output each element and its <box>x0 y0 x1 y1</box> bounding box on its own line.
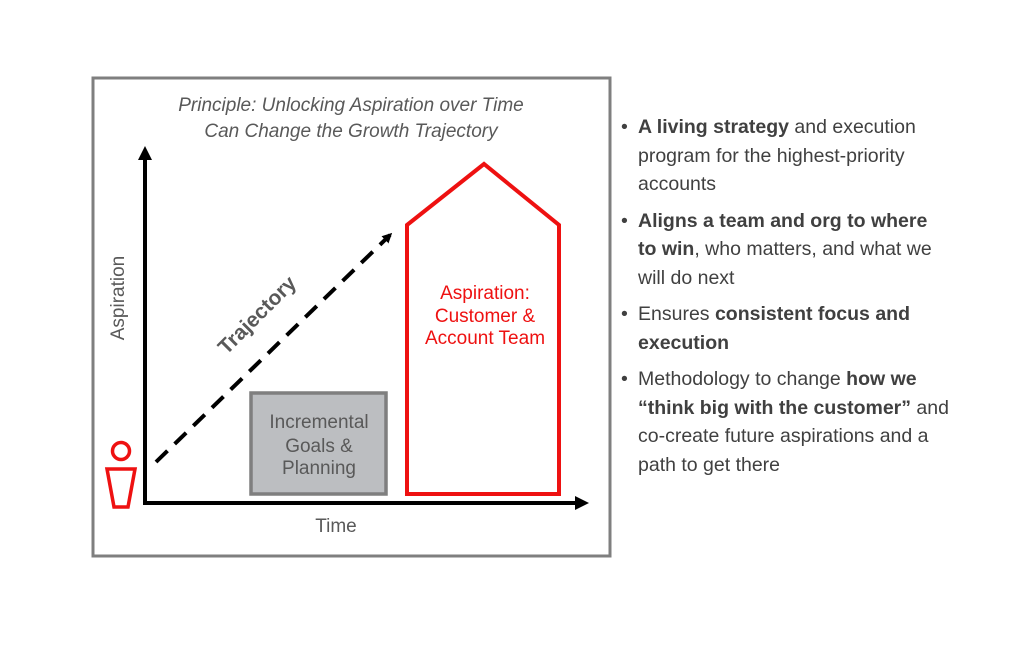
bullet-text-bold: how we “think big with the customer” <box>638 368 917 419</box>
bullet-text: , who matters, and what we will do next <box>638 238 932 289</box>
incremental-line2: Goals & <box>285 436 353 457</box>
incremental-line3: Planning <box>282 458 356 479</box>
diagram-title-line1: Principle: Unlocking Aspiration over Tim… <box>178 95 524 116</box>
y-axis-label: Aspiration <box>108 256 129 341</box>
incremental-line1: Incremental <box>269 412 368 433</box>
bullet-text: and co-create future aspirations and a p… <box>638 396 949 476</box>
aspiration-line2: Customer & <box>435 306 536 327</box>
bullet-item: Methodology to change how we “think big … <box>620 365 950 479</box>
bullet-text: and execution program for the highest-pr… <box>638 116 916 195</box>
bullet-text: Methodology to change <box>638 368 847 390</box>
bullet-item: Ensures consistent focus and execution <box>620 300 950 357</box>
bullet-text-bold: A living strategy <box>638 116 789 138</box>
trajectory-arrow <box>154 232 393 464</box>
diagram-title-line2: Can Change the Growth Trajectory <box>204 121 499 142</box>
bullet-text-bold: consistent focus and execution <box>638 303 910 354</box>
bullet-list: A living strategy and execution program … <box>620 113 950 487</box>
bullet-item: Aligns a team and org to where to win, w… <box>620 207 950 293</box>
bullet-text-bold: Aligns a team and org to where to win <box>638 209 928 261</box>
bullet-item: A living strategy and execution program … <box>620 113 950 199</box>
bullet-text: Ensures <box>638 303 715 325</box>
incremental-goals-box <box>249 391 388 496</box>
aspiration-house-shape <box>405 161 561 496</box>
person-icon <box>104 440 138 509</box>
x-axis-label: Time <box>315 516 357 537</box>
aspiration-line3: Account Team <box>425 328 545 349</box>
aspiration-line1: Aspiration: <box>440 283 530 304</box>
